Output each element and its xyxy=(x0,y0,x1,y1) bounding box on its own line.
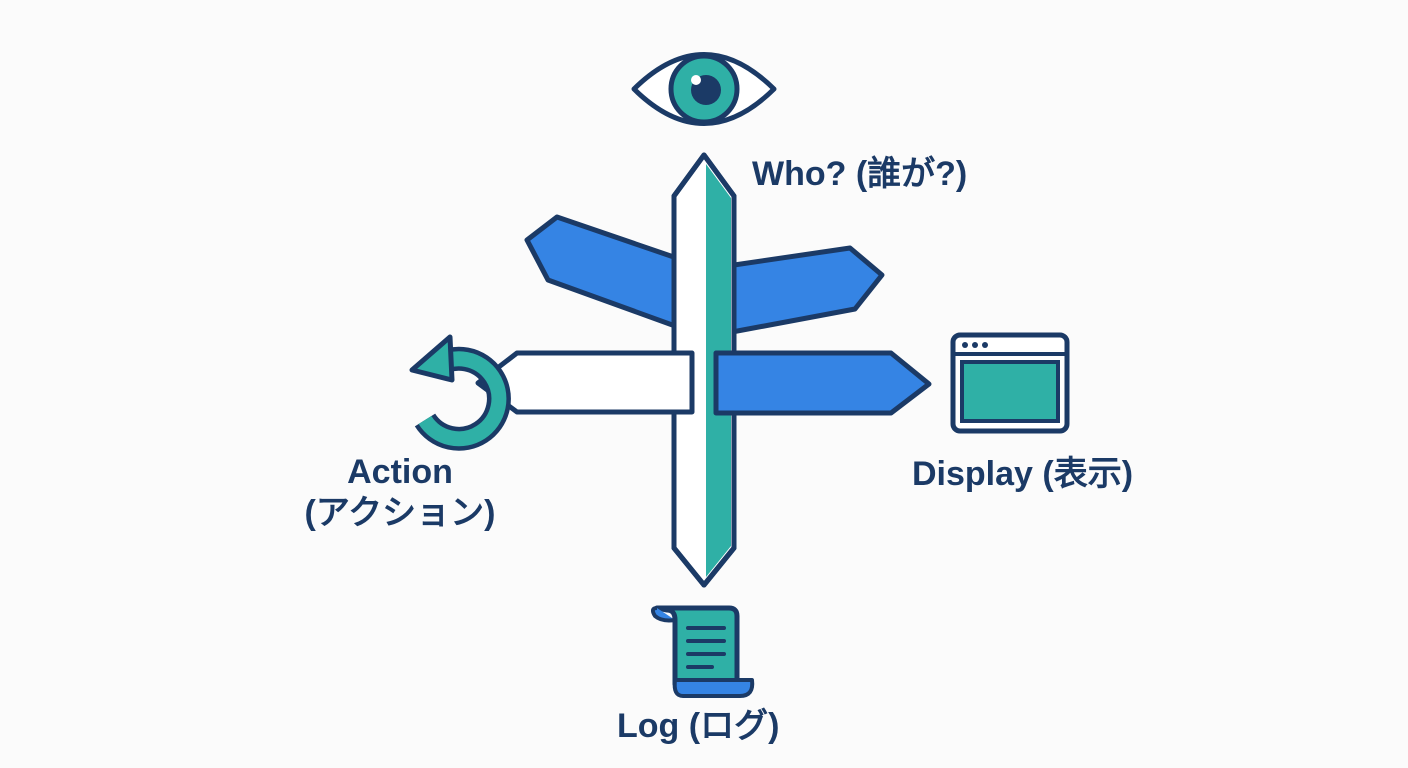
log-label: Log (ログ) xyxy=(617,707,780,745)
action-label: Action (アクション) xyxy=(300,452,500,534)
display-label: Display (表示) xyxy=(912,455,1134,493)
action-label-line1: Action xyxy=(347,453,453,491)
refresh-icon xyxy=(409,334,511,451)
eye-icon xyxy=(631,52,777,126)
who-label: Who? (誰が?) xyxy=(752,155,968,193)
scroll-document-icon xyxy=(650,605,755,698)
right-blue-sign xyxy=(713,350,932,416)
signpost-pole xyxy=(671,152,737,588)
browser-window-icon xyxy=(950,332,1070,434)
action-label-line2: (アクション) xyxy=(304,493,496,532)
